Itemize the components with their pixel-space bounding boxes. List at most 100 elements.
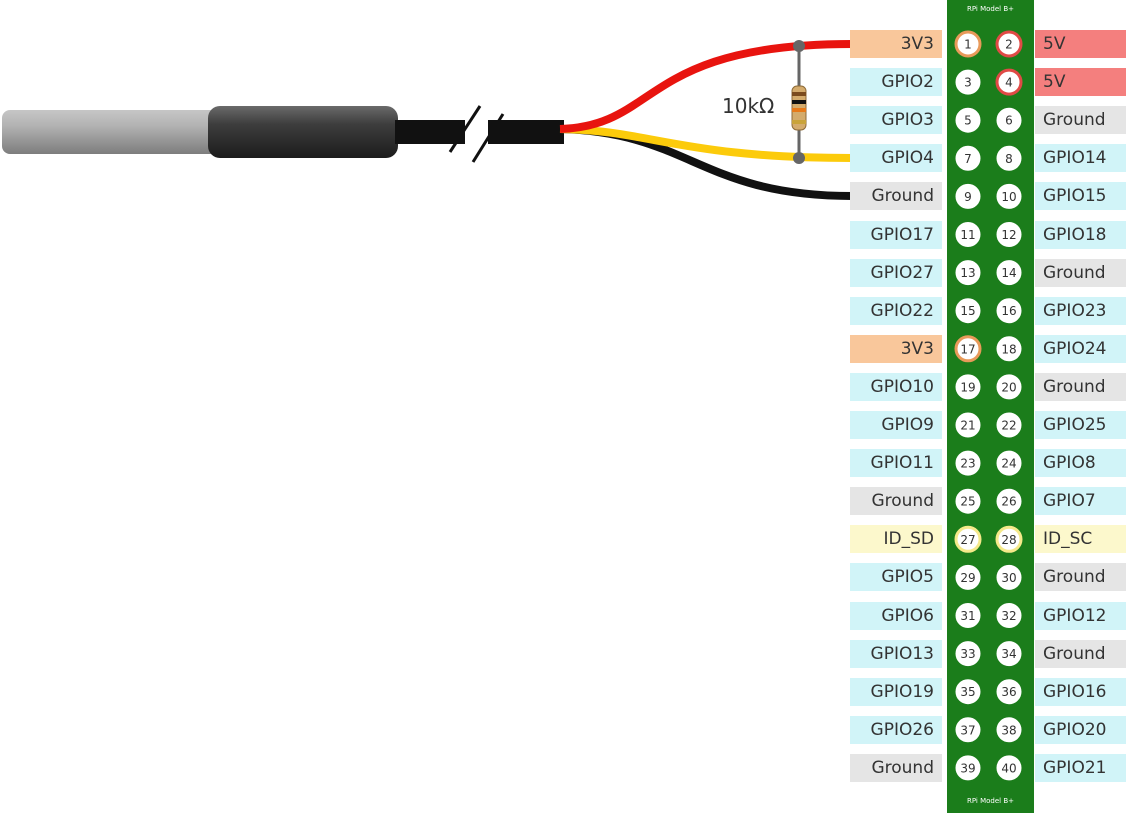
pin-36: 36 xyxy=(996,679,1022,705)
pin-7-label: GPIO4 xyxy=(850,144,942,173)
pin-35-circle xyxy=(955,679,981,705)
pin-23-number: 23 xyxy=(960,457,975,471)
pin-10-number: 10 xyxy=(1001,190,1016,204)
pin-5-number: 5 xyxy=(964,114,972,128)
pin-2-number: 2 xyxy=(1005,38,1013,52)
pin-4-label: 5V xyxy=(1035,68,1126,97)
pin-37-circle xyxy=(955,717,981,743)
pin-6-label: Ground xyxy=(1035,106,1126,135)
pin-8-number: 8 xyxy=(1005,152,1013,166)
pin-18: 18 xyxy=(996,336,1022,362)
pin-34-label: Ground xyxy=(1035,639,1126,668)
pin-13: 13 xyxy=(955,260,981,286)
pin-10: 10 xyxy=(996,183,1022,209)
pin-33: 33 xyxy=(955,641,981,667)
pin-22-label: GPIO25 xyxy=(1035,411,1126,439)
pin-37: 37 xyxy=(955,717,981,743)
pin-18-circle xyxy=(996,336,1022,362)
pin-21-circle xyxy=(955,412,981,438)
pin-1-circle xyxy=(954,30,982,58)
resistor-node-bottom xyxy=(793,152,805,164)
pin-27-number: 27 xyxy=(960,533,975,547)
pin-39-circle xyxy=(955,755,981,781)
pin-14: 14 xyxy=(996,260,1022,286)
pin-21: 21 xyxy=(955,412,981,438)
pin-31-number: 31 xyxy=(960,609,975,623)
pin-14-circle xyxy=(996,260,1022,286)
pin-25-label: Ground xyxy=(850,487,942,516)
pin-22: 22 xyxy=(996,412,1022,438)
pin-10-circle xyxy=(996,183,1022,209)
pin-16-label: GPIO23 xyxy=(1035,296,1126,325)
wire-red xyxy=(559,40,853,133)
probe-steel-tip xyxy=(2,110,252,154)
pin-20: 20 xyxy=(996,374,1022,400)
pin-24-circle xyxy=(996,450,1022,476)
pin-8-circle xyxy=(996,145,1022,171)
pin-28-number: 28 xyxy=(1001,533,1016,547)
pin-26-circle xyxy=(996,488,1022,514)
pin-31: 31 xyxy=(955,603,981,628)
pin-3-label: GPIO2 xyxy=(850,68,942,97)
pin-2-circle xyxy=(995,30,1023,58)
pin-9: 9 xyxy=(955,183,981,209)
pin-26: 26 xyxy=(996,488,1022,514)
pin-38-circle xyxy=(996,717,1022,743)
pin-21-label: GPIO9 xyxy=(850,411,942,439)
pin-15-circle xyxy=(955,298,981,324)
pin-28-circle xyxy=(995,525,1023,553)
header-caption-top: RPi Model B+ xyxy=(966,5,1014,13)
probe-cable-right xyxy=(488,120,564,144)
pin-32-label: GPIO12 xyxy=(1035,601,1126,630)
pin-1: 1 xyxy=(954,30,982,58)
pin-8: 8 xyxy=(996,145,1022,171)
pin-5-circle xyxy=(955,107,981,133)
pin-40-number: 40 xyxy=(1001,761,1016,775)
pin-15: 15 xyxy=(955,298,981,324)
pin-16-circle xyxy=(996,298,1022,324)
pin-29-circle xyxy=(955,564,981,590)
pin-32-number: 32 xyxy=(1001,609,1016,623)
pin-26-number: 26 xyxy=(1001,495,1016,509)
pin-12-label: GPIO18 xyxy=(1035,220,1126,249)
pin-9-circle xyxy=(955,183,981,209)
wire-black xyxy=(559,125,853,200)
pin-34-number: 34 xyxy=(1001,647,1016,661)
pin-2: 2 xyxy=(995,30,1023,58)
pin-38-label: GPIO20 xyxy=(1035,715,1126,744)
pin-22-circle xyxy=(996,412,1022,438)
pin-40-label: GPIO21 xyxy=(1035,753,1126,782)
pin-25: 25 xyxy=(955,488,981,514)
pin-25-number: 25 xyxy=(960,495,975,509)
pin-24-number: 24 xyxy=(1001,457,1016,471)
pin-6: 6 xyxy=(996,107,1022,133)
pin-7-number: 7 xyxy=(964,152,972,166)
pin-8-label: GPIO14 xyxy=(1035,144,1126,173)
pin-16: 16 xyxy=(996,298,1022,324)
pin-28: 28 xyxy=(995,525,1023,553)
pin-19-circle xyxy=(955,374,981,400)
wire-yellow xyxy=(559,125,853,162)
pin-14-label: Ground xyxy=(1035,258,1126,287)
pin-28-label: ID_SC xyxy=(1035,525,1126,554)
pin-33-label: GPIO13 xyxy=(850,639,942,668)
pin-33-circle xyxy=(955,641,981,667)
pin-39-number: 39 xyxy=(960,761,975,775)
pin-35: 35 xyxy=(955,679,981,705)
pin-12-circle xyxy=(996,222,1022,247)
pin-29-number: 29 xyxy=(960,571,975,585)
pin-34-circle xyxy=(996,641,1022,667)
pin-30-circle xyxy=(996,564,1022,590)
pin-32: 32 xyxy=(996,603,1022,628)
gpio-header-board xyxy=(947,0,1034,813)
pin-4: 4 xyxy=(995,68,1023,96)
pin-34: 34 xyxy=(996,641,1022,667)
resistor-value-label: 10kΩ xyxy=(722,94,775,118)
pin-17-circle xyxy=(954,335,982,363)
resistor-band-4 xyxy=(792,120,806,124)
pin-36-label: GPIO16 xyxy=(1035,677,1126,706)
pin-17-label: 3V3 xyxy=(850,334,942,363)
pin-31-circle xyxy=(955,603,981,628)
